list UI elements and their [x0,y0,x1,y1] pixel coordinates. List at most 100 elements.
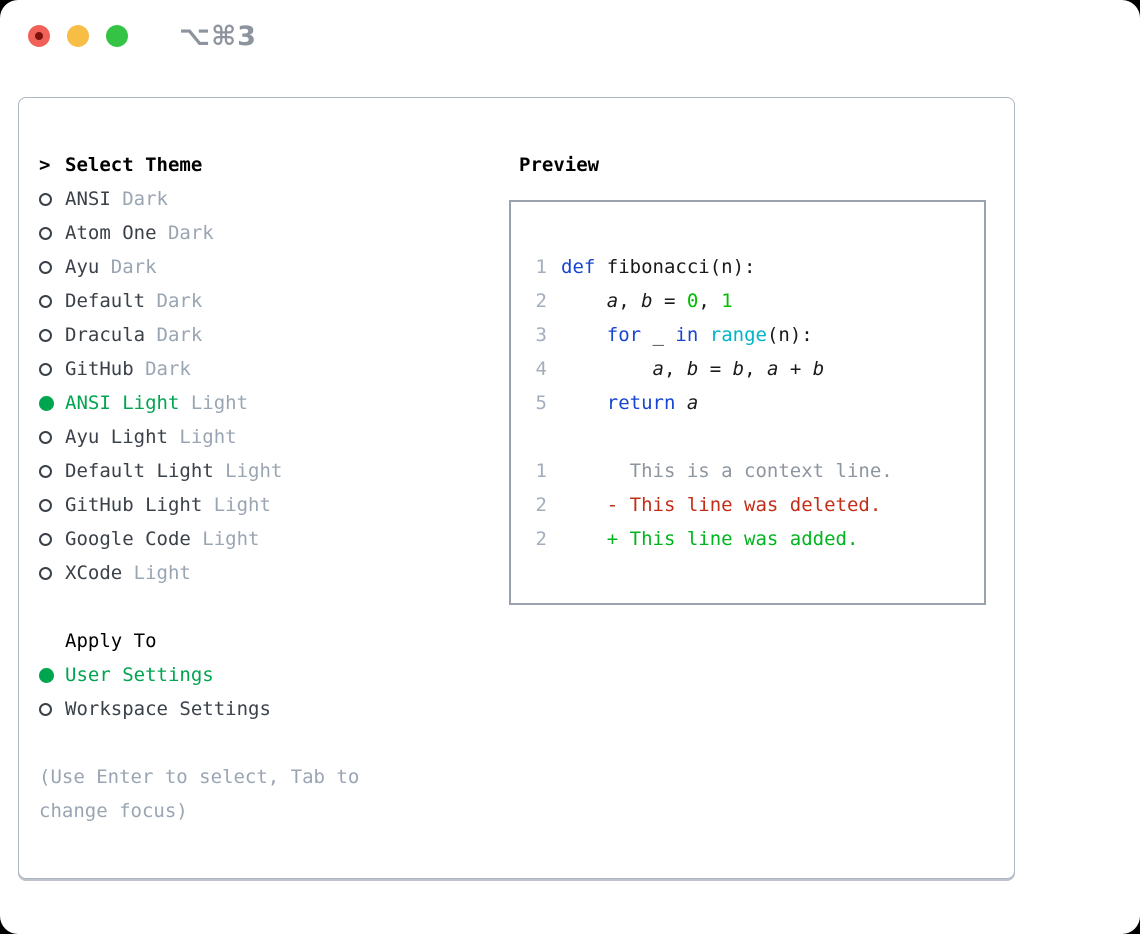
preview-heading: Preview [519,154,600,176]
hint-text: (Use Enter to select, Tab to change focu… [39,766,360,822]
theme-option-google-code[interactable]: Google Code Light [39,522,479,556]
line-number: 3 [535,324,547,346]
code-line: 2 a, b = 0, 1 [511,284,984,318]
radio-selected-icon [39,667,65,683]
apply-option-workspace-settings[interactable]: Workspace Settings [39,692,479,726]
titlebar: ⌥⌘3 [0,0,1140,72]
theme-option-ansi[interactable]: ANSI Dark [39,182,479,216]
line-number: 2 [535,494,547,516]
spacer [511,420,984,454]
radio-unselected-icon [39,192,65,206]
line-number: 2 [535,290,547,312]
theme-variant-badge: Dark [145,358,191,380]
theme-variant-badge: Dark [156,324,203,346]
theme-name: ANSI Light [65,392,191,414]
line-number: 2 [535,528,547,550]
line-number: 1 [535,460,547,482]
theme-option-github[interactable]: GitHub Dark [39,352,479,386]
theme-name: GitHub Light [65,494,214,516]
line-number: 4 [535,358,547,380]
radio-unselected-icon [39,532,65,546]
theme-name: Atom One [65,222,168,244]
theme-variant-badge: Light [179,426,237,448]
theme-option-xcode[interactable]: XCode Light [39,556,479,590]
diff-text: + This line was added. [561,528,859,550]
code-line: 1 def fibonacci(n): [511,250,984,284]
theme-name: Ayu Light [65,426,180,448]
code-text: for _ in range(n): [606,324,813,346]
theme-name: GitHub [65,358,146,380]
code-text: a, b = b, a + b [652,358,825,380]
theme-variant-badge: Light [213,494,271,516]
diff-line-ctx: 1 This is a context line. [511,454,984,488]
theme-option-ayu-light[interactable]: Ayu Light Light [39,420,479,454]
radio-unselected-icon [39,362,65,376]
apply-option-label: Workspace Settings [65,698,271,720]
apply-option-user-settings[interactable]: User Settings [39,658,479,692]
theme-variant-badge: Dark [156,290,203,312]
radio-unselected-icon [39,430,65,444]
theme-option-dracula[interactable]: Dracula Dark [39,318,479,352]
radio-selected-icon [39,395,65,411]
close-button-icon[interactable] [28,25,50,47]
spacer [39,590,479,624]
theme-option-github-light[interactable]: GitHub Light Light [39,488,479,522]
diff-sample: 1 This is a context line.2 - This line w… [511,454,984,556]
select-theme-heading-label: Select Theme [65,154,203,176]
theme-name: Dracula [65,324,157,346]
radio-unselected-icon [39,226,65,240]
theme-variant-badge: Dark [167,222,214,244]
prompt-icon: > [39,154,51,176]
theme-name: Ayu [65,256,111,278]
theme-variant-badge: Light [133,562,191,584]
code-line: 4 a, b = b, a + b [511,352,984,386]
apply-to-heading: Apply To [39,624,479,658]
radio-unselected-icon [39,702,65,716]
minimize-button-icon[interactable] [67,25,89,47]
select-theme-heading: > Select Theme [39,148,479,182]
code-text: a, b = 0, 1 [606,290,733,312]
apply-option-label: User Settings [65,664,214,686]
code-line: 5 return a [511,386,984,420]
spacer [39,726,479,760]
theme-option-ansi-light[interactable]: ANSI Light Light [39,386,479,420]
theme-variant-badge: Dark [122,188,168,210]
diff-text: - This line was deleted. [561,494,882,516]
theme-variant-badge: Light [225,460,283,482]
apply-to-heading-label: Apply To [65,630,157,652]
radio-unselected-icon [39,260,65,274]
close-alert-dot-icon [35,32,43,40]
radio-unselected-icon [39,566,65,580]
theme-variant-badge: Light [190,392,249,414]
line-number: 5 [535,392,547,414]
theme-option-default-light[interactable]: Default Light Light [39,454,479,488]
theme-option-default[interactable]: Default Dark [39,284,479,318]
theme-name: Google Code [65,528,203,550]
theme-option-ayu[interactable]: Ayu Dark [39,250,479,284]
theme-variant-badge: Dark [110,256,157,278]
zoom-button-icon[interactable] [106,25,128,47]
code-text: return a [606,392,699,414]
theme-name: Default Light [65,460,226,482]
radio-unselected-icon [39,328,65,342]
theme-option-atom-one[interactable]: Atom One Dark [39,216,479,250]
radio-unselected-icon [39,498,65,512]
theme-name: ANSI [65,188,123,210]
diff-line-add: 2 + This line was added. [511,522,984,556]
line-number: 1 [535,256,547,278]
theme-name: Default [65,290,157,312]
diff-line-del: 2 - This line was deleted. [511,488,984,522]
diff-text: This is a context line. [561,460,893,482]
code-text: def fibonacci(n): [561,256,756,278]
window-title: ⌥⌘3 [179,20,257,52]
theme-variant-badge: Light [202,528,260,550]
code-line: 3 for _ in range(n): [511,318,984,352]
